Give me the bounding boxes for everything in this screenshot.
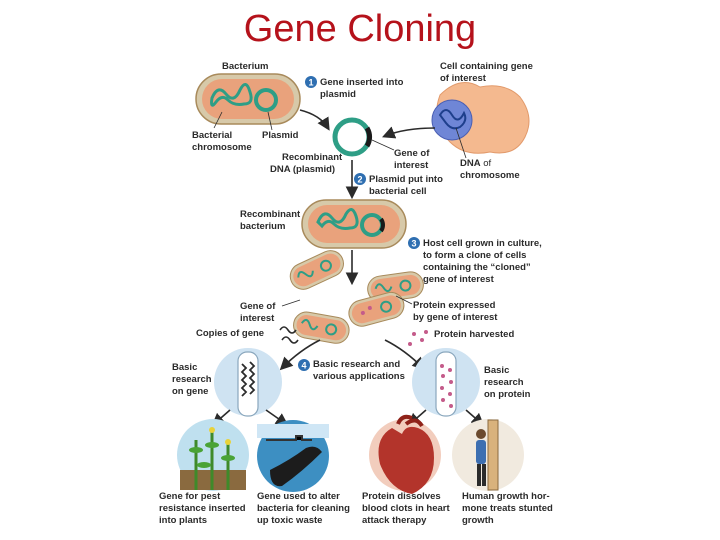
label-cell-containing-gene: Cell containing gene of interest <box>440 61 536 84</box>
label-recombinant-bacterium: Recombinant bacterium <box>240 209 303 232</box>
label-step-4: Basic research and various applications <box>313 359 405 382</box>
label-protein-harvested: Protein harvested <box>434 329 514 340</box>
svg-text:4: 4 <box>301 361 306 371</box>
label-app-growth-hormone: Human growth hor- mone treats stunted gr… <box>462 491 555 526</box>
step-3-badge <box>408 237 420 249</box>
label-gene-of-interest-top: Gene of interest <box>394 148 432 171</box>
recombinant-bacterium-illustration <box>301 199 407 249</box>
step-2-badge <box>354 173 366 185</box>
growth-chart-illustration <box>452 419 524 491</box>
page-title: Gene Cloning <box>243 8 477 50</box>
label-dna-of-chromosome: DNA of chromosome <box>460 158 520 181</box>
label-app-blood-clots: Protein dissolves blood clots in heart a… <box>362 491 452 526</box>
oil-spill-illustration <box>257 420 329 492</box>
label-plasmid: Plasmid <box>262 130 299 141</box>
label-step-1: Gene inserted into plasmid <box>320 77 406 100</box>
recombinant-plasmid-icon <box>332 117 372 157</box>
step-1-badge <box>305 76 317 88</box>
bacterium-illustration <box>195 73 301 125</box>
svg-text:3: 3 <box>411 239 416 249</box>
donor-cell-illustration <box>431 82 530 154</box>
label-step-2: Plasmid put into bacterial cell <box>369 174 446 197</box>
gene-copies-icon <box>279 326 299 344</box>
plants-illustration <box>177 419 249 491</box>
label-app-toxic-waste: Gene used to alter bacteria for cleaning… <box>257 491 353 526</box>
bacterial-chromosome-icon <box>210 83 253 107</box>
svg-text:1: 1 <box>308 78 313 88</box>
label-bacterial-chromosome: Bacterial chromosome <box>192 130 252 153</box>
heart-illustration <box>369 414 441 494</box>
label-step-3: Host cell grown in culture, to form a cl… <box>423 238 544 285</box>
label-app-pest-resistance: Gene for pest resistance inserted into p… <box>159 491 248 526</box>
label-protein-expressed: Protein expressed by gene of interest <box>413 300 498 323</box>
cloned-bacteria-cluster <box>289 250 424 344</box>
protein-test-tube-illustration <box>412 348 480 417</box>
label-basic-research-protein: Basic research on protein <box>484 365 531 400</box>
plasmid-icon <box>254 88 278 112</box>
label-basic-research-gene: Basic research on gene <box>172 362 214 397</box>
label-gene-of-interest-mid: Gene of interest <box>240 301 278 324</box>
step-4-badge <box>298 359 310 371</box>
label-bacterium: Bacterium <box>222 61 268 72</box>
svg-text:2: 2 <box>357 175 362 185</box>
protein-dots-icon <box>408 330 428 346</box>
gene-test-tube-illustration <box>214 348 282 417</box>
label-copies-of-gene: Copies of gene <box>196 328 264 339</box>
label-recombinant-dna: Recombinant DNA (plasmid) <box>270 152 345 175</box>
